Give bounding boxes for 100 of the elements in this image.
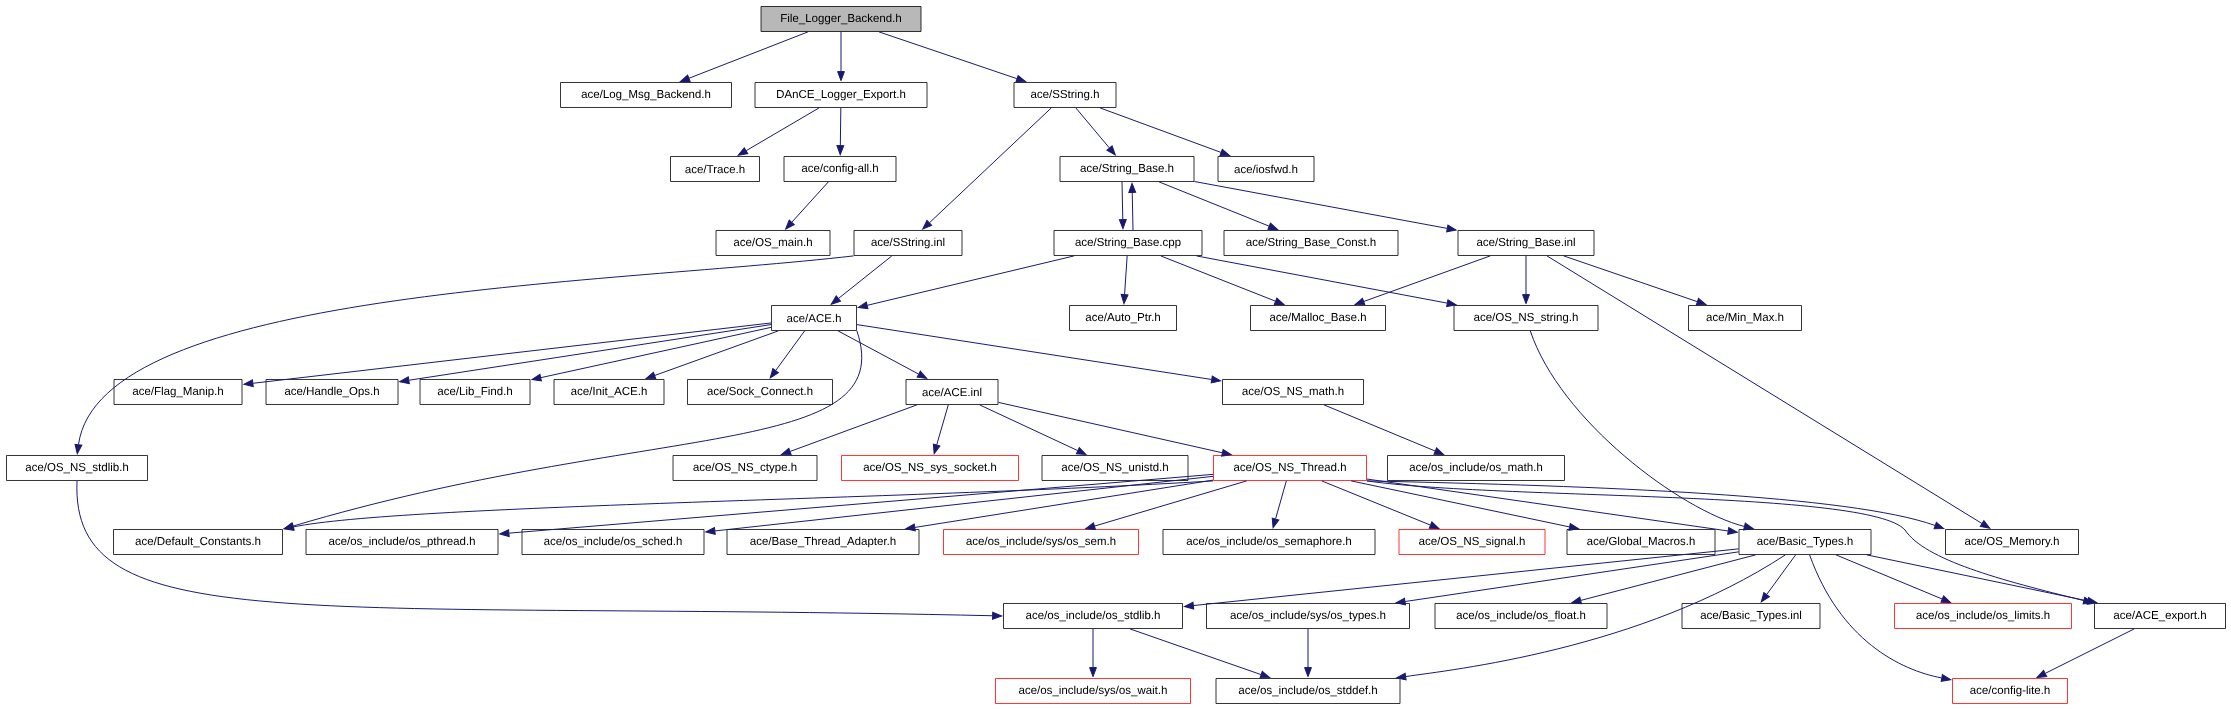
file-box: ace/OS_NS_unistd.h [1041,455,1189,481]
arrow [1129,628,1271,679]
file-box: ace/config-all.h [783,156,897,182]
arrow [1546,255,1991,529]
file-box: ace/String_Base.cpp [1053,230,1203,256]
file-box: ace/Basic_Types.h [1738,529,1872,555]
arrow [1120,255,1129,305]
file-box: ace/Log_Msg_Backend.h [560,82,732,108]
arrow [857,255,1075,310]
arrow [1396,554,1786,681]
arrow [997,401,1232,457]
arrow [1099,107,1231,157]
arrow [1809,554,1952,682]
file-box: ace/iosfwd.h [1217,156,1315,182]
file-box: ace/ACE.h [771,305,857,331]
file-box: ace/os_include/os_float.h [1434,603,1608,629]
arrow [74,255,855,455]
arrow [1304,628,1312,678]
file-box: ace/String_Base.inl [1457,230,1595,256]
arrow [1118,181,1127,230]
arrow [76,480,1003,620]
arrow [785,181,829,230]
arrow [1193,181,1457,233]
arrow [531,326,772,382]
file-box: ace/Basic_Types.inl [1681,603,1821,629]
file-box: ace/os_include/os_limits.h [1894,603,2072,629]
file-box: ace/ACE.inl [905,379,999,405]
arrow [737,107,820,156]
arrow [856,324,1222,384]
file-box: ace/OS_NS_ctype.h [672,455,818,481]
arrow [905,479,1214,532]
arrow [1529,330,1754,531]
file-box: ace/ACE_export.h [2094,603,2226,629]
arrow [1522,255,1530,305]
file-box: ace/os_include/sys/os_wait.h [995,678,1191,704]
file-box: ace/OS_Memory.h [1945,529,2079,555]
file-box: File_Logger_Backend.h [760,6,922,32]
file-box: ace/Sock_Connect.h [687,379,833,405]
file-box: ace/OS_NS_signal.h [1398,529,1546,555]
arrow [1160,255,1285,306]
arrow [645,330,779,380]
file-box: ace/OS_main.h [715,230,831,256]
arrow [1563,255,1707,306]
file-box: ace/OS_NS_stdlib.h [6,455,148,481]
file-box: ace/Lib_Find.h [419,379,531,405]
arrow [1366,478,1738,535]
arrow [1089,628,1097,678]
file-box: DAnCE_Logger_Export.h [754,82,928,108]
file-box: ace/Malloc_Base.h [1250,305,1386,331]
arrow [499,473,1214,538]
arrow [922,107,1052,230]
file-box: ace/OS_NS_string.h [1453,305,1599,331]
arrow [1866,554,2098,605]
file-box: ace/String_Base_Const.h [1223,230,1399,256]
file-box: ace/os_include/os_stddef.h [1215,678,1401,704]
arrow [2036,628,2135,678]
file-box: ace/Auto_Ptr.h [1069,305,1177,331]
file-box: ace/os_include/os_semaphore.h [1162,529,1376,555]
arrow [1085,480,1248,530]
arrow [836,107,845,156]
file-box: ace/OS_NS_sys_socket.h [841,455,1019,481]
file-box: ace/Min_Max.h [1688,305,1802,331]
file-box: ace/String_Base.h [1059,156,1195,182]
file-box: ace/Flag_Manip.h [113,379,243,405]
arrow [399,324,772,385]
file-box: ace/os_include/sys/os_sem.h [943,529,1139,555]
arrow [243,322,772,388]
file-box: ace/Default_Constants.h [113,529,283,555]
arrow [705,475,1214,535]
arrow [932,404,949,455]
file-box: ace/Base_Thread_Adapter.h [726,529,920,555]
arrow [283,330,863,530]
file-box: ace/Init_ACE.h [553,379,665,405]
arrow [781,404,918,456]
file-box: ace/OS_NS_math.h [1222,379,1364,405]
file-box: ace/OS_NS_Thread.h [1213,455,1367,481]
arrow [1835,554,1952,604]
arrow [830,255,893,305]
arrow [769,330,806,379]
arrow [283,480,1214,531]
arrow [1075,107,1116,156]
arrow [1271,480,1287,529]
file-box: ace/os_include/os_stdlib.h [1003,603,1183,629]
file-box: ace/os_include/sys/os_types.h [1206,603,1410,629]
arrow [1128,182,1137,231]
arrow [1321,480,1440,530]
arrow [1354,255,1491,306]
file-box: ace/SString.h [1013,82,1117,108]
file-box: ace/Global_Macros.h [1566,529,1716,555]
arrow [1158,181,1279,231]
arrow [1571,554,1756,605]
arrow [1366,480,1945,530]
file-box: ace/os_include/os_sched.h [521,529,705,555]
arrow [1183,548,1740,610]
file-box: ace/Handle_Ops.h [265,379,399,405]
arrow [1323,404,1445,456]
arrow [878,31,1027,83]
file-box: ace/SString.inl [853,230,963,256]
arrow [979,404,1087,455]
arrow [837,31,845,82]
